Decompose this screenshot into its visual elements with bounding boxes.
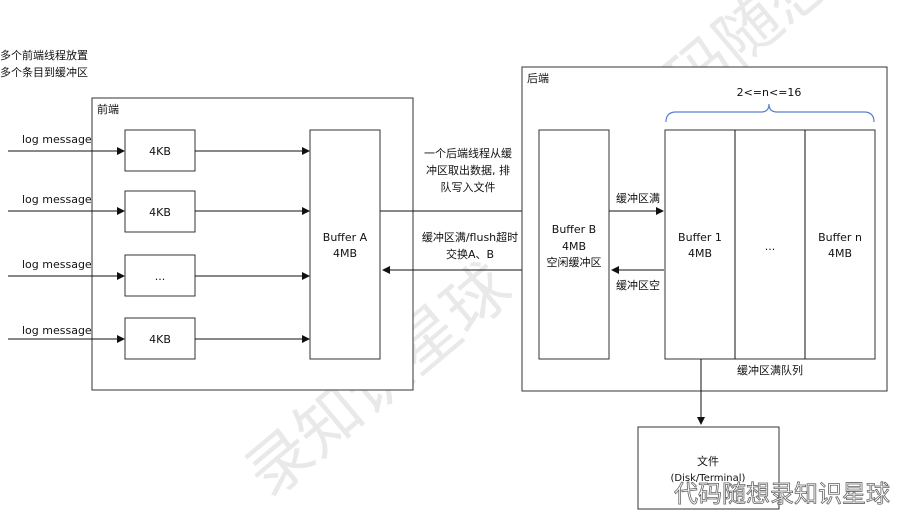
buffer-a-name: Buffer A: [323, 231, 368, 244]
file-subtitle: (Disk/Terminal): [671, 473, 746, 484]
buffer-empty-label: 缓冲区空: [616, 278, 660, 292]
backend-thread-note-3: 队写入文件: [441, 180, 496, 194]
queue-buffer-1-size: 4MB: [688, 247, 712, 260]
queue-caption: 缓冲区满队列: [737, 363, 803, 377]
buffer-full-label: 缓冲区满: [616, 191, 660, 205]
file-box: [637, 426, 780, 510]
small-buffer-3-label: ...: [155, 270, 166, 283]
small-buffer-4-label: 4KB: [149, 333, 171, 346]
buffer-a: [309, 129, 381, 360]
full-buffer-queue: [664, 129, 876, 360]
watermark-text: 代码随想录知识星球: [674, 480, 890, 508]
top-note-line-2: 多个条目到缓冲区: [0, 65, 88, 79]
backend-thread-note-1: 一个后端线程从缓: [424, 146, 512, 160]
queue-buffer-n-size: 4MB: [828, 247, 852, 260]
buffer-b: [538, 129, 610, 360]
log-message-label: log message: [22, 324, 92, 337]
log-message-label: log message: [22, 258, 92, 271]
log-row-3: log message: [8, 258, 125, 280]
buffer-b-size: 4MB: [562, 240, 586, 253]
file-title: 文件: [697, 454, 719, 468]
log-message-label: log message: [22, 133, 92, 146]
backend-thread-note-2: 冲区取出数据, 排: [426, 163, 510, 177]
top-note-line-1: 多个前端线程放置: [0, 48, 88, 62]
small-buffer-3: [124, 254, 196, 297]
log-row-1: log message: [8, 133, 125, 155]
queue-buffer-1-name: Buffer 1: [678, 231, 722, 244]
buffer-a-size: 4MB: [333, 247, 357, 260]
small-buffer-1-label: 4KB: [149, 145, 171, 158]
queue-brace: [665, 103, 875, 123]
log-row-2: log message: [8, 193, 125, 215]
buffer-b-name: Buffer B: [552, 223, 596, 236]
small-buffer-2-label: 4KB: [149, 206, 171, 219]
queue-buffer-n-name: Buffer n: [818, 231, 862, 244]
queue-ellipsis: ...: [765, 240, 776, 253]
frontend-title: 前端: [97, 102, 119, 116]
small-buffer-4: [124, 317, 196, 360]
swap-note-2: 交换A、B: [446, 247, 494, 261]
swap-note-1: 缓冲区满/flush超时: [422, 230, 518, 244]
buffer-b-state: 空闲缓冲区: [547, 255, 602, 269]
log-message-label: log message: [22, 193, 92, 206]
queue-range-label: 2<=n<=16: [737, 86, 802, 99]
backend-title: 后端: [527, 72, 549, 85]
log-row-4: log message: [8, 324, 125, 343]
